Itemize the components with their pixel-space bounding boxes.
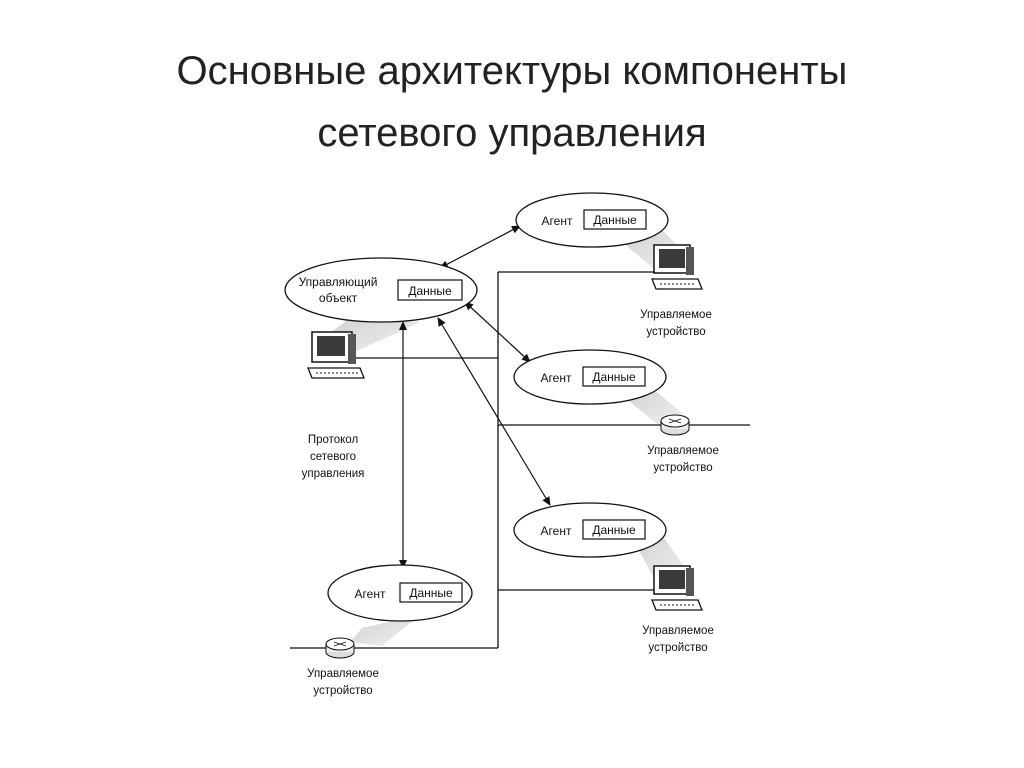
agent-data-box-4 <box>399 582 463 603</box>
agent-data-label-3: Данные <box>592 523 636 537</box>
agent-node-3: Агент Данные <box>513 502 667 558</box>
slide-title: Основные архитектуры компоненты сетевого… <box>0 40 1024 164</box>
agent-label-3: Агент <box>541 524 572 538</box>
device-label-2: Управляемое устройство <box>647 445 719 474</box>
device-label-1-line-1: Управляемое <box>640 309 712 321</box>
protocol-label-line-3: управления <box>302 468 365 480</box>
agent-node-4: Агент Данные <box>327 564 473 622</box>
agent-label-4: Агент <box>355 587 386 601</box>
device-label-2-line-1: Управляемое <box>647 445 719 457</box>
protocol-arrows <box>399 225 551 569</box>
device-label-2-line-2: устройство <box>653 462 712 474</box>
agent-data-box-2 <box>582 366 646 387</box>
device-label-4-line-2: устройство <box>313 685 372 697</box>
device-computer-icon-3 <box>651 565 703 611</box>
manager-node: Управляющий объект Данные <box>284 257 478 323</box>
device-label-1: Управляемое устройство <box>640 309 712 338</box>
device-label-3-line-1: Управляемое <box>642 625 714 637</box>
protocol-label-line-2: сетевого <box>310 451 356 463</box>
device-label-4-line-1: Управляемое <box>307 668 379 680</box>
manager-label-line-1: Управляющий <box>299 275 378 289</box>
device-label-1-line-2: устройство <box>646 326 705 338</box>
device-computer-icon-1 <box>651 244 703 290</box>
manager-label-line-2: объект <box>319 291 358 305</box>
device-label-4: Управляемое устройство <box>307 668 379 697</box>
agent-data-box-3 <box>582 519 646 540</box>
manager-computer-icon <box>307 331 365 379</box>
protocol-label-line-1: Протокол <box>308 434 358 446</box>
beam-agent-4 <box>350 615 420 646</box>
agent-label-1: Агент <box>542 214 573 228</box>
agent-node-2: Агент Данные <box>513 349 667 405</box>
manager-ellipse <box>284 257 478 323</box>
title-line-2: сетевого управления <box>317 111 707 155</box>
device-router-icon-4 <box>325 637 355 659</box>
agent-data-label-4: Данные <box>409 586 453 600</box>
title-line-1: Основные архитектуры компоненты <box>176 49 848 93</box>
agent-data-label-2: Данные <box>592 370 636 384</box>
agent-node-1: Агент Данные <box>515 192 669 248</box>
manager-data-label: Данные <box>408 284 452 298</box>
arrow-to-agent-1 <box>439 225 521 269</box>
agent-data-label-1: Данные <box>593 213 637 227</box>
device-label-3-line-2: устройство <box>648 642 707 654</box>
arrow-to-agent-3 <box>437 317 551 506</box>
protocol-label: Протокол сетевого управления <box>302 434 365 480</box>
agent-label-2: Агент <box>541 371 572 385</box>
device-label-3: Управляемое устройство <box>642 625 714 654</box>
manager-data-box <box>397 279 463 301</box>
agent-data-box-1 <box>583 209 647 230</box>
device-router-icon-2 <box>660 414 690 436</box>
